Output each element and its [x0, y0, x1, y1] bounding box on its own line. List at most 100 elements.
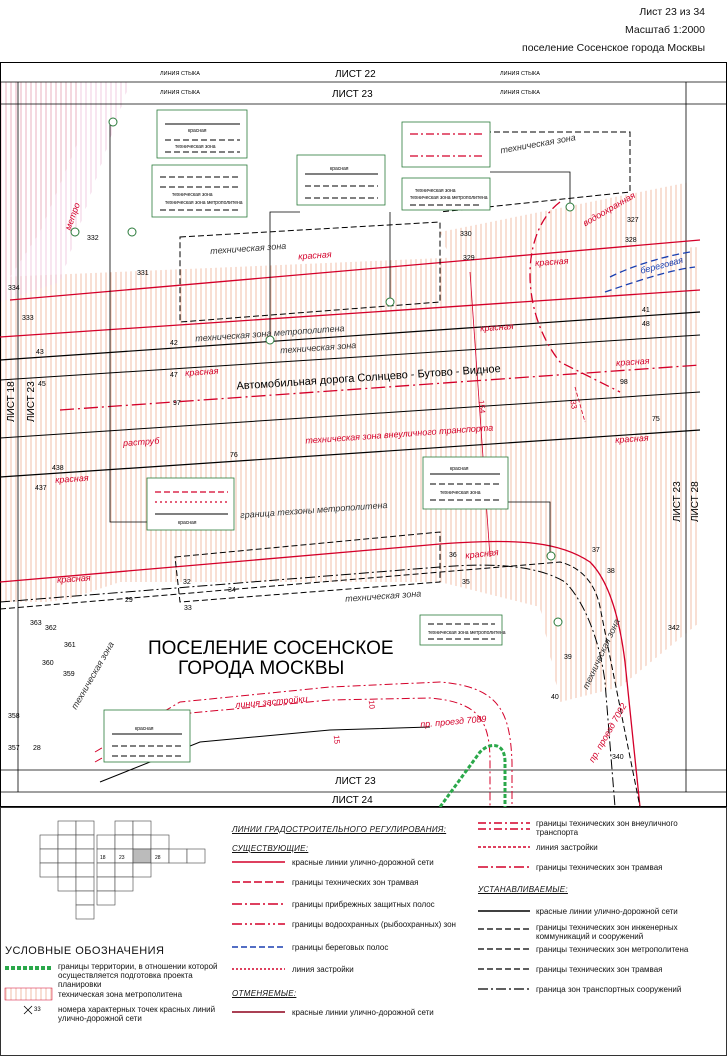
sheet-label-right2: ЛИСТ 23 [672, 481, 683, 522]
seam-label: ЛИНИЯ СТЫКА [160, 90, 200, 96]
map-scale: Масштаб 1:2000 [625, 24, 705, 36]
shore-line [609, 251, 691, 278]
svg-text:красная: красная [178, 520, 197, 526]
legend-item: граница зон транспортных сооружений [536, 985, 682, 994]
sheet-label-top: ЛИСТ 22 [335, 69, 376, 80]
svg-text:43: 43 [36, 349, 44, 356]
svg-text:33: 33 [184, 605, 192, 612]
red-line-south [0, 540, 641, 807]
svg-text:34: 34 [228, 587, 236, 594]
svg-text:361: 361 [64, 642, 76, 649]
svg-text:437: 437 [35, 485, 47, 492]
svg-text:28: 28 [155, 855, 161, 861]
planning-map: ЛИСТ 22 ЛИСТ 23 ЛИНИЯ СТЫКА ЛИНИЯ СТЫКА … [0, 62, 727, 807]
svg-text:35: 35 [462, 579, 470, 586]
seam-label: ЛИНИЯ СТЫКА [500, 71, 540, 77]
svg-text:327: 327 [627, 217, 639, 224]
svg-text:363: 363 [30, 620, 42, 627]
callout-box: красная техническая зона [422, 456, 509, 510]
svg-text:342: 342 [668, 625, 680, 632]
legend-item: техническая зона метрополитена [58, 990, 183, 999]
legend-item: границы территории, в отношении которой … [58, 962, 218, 989]
svg-text:28: 28 [33, 745, 41, 752]
svg-text:техническая зона: техническая зона [175, 144, 216, 150]
legend-item: границы технических зон внеуличного тран… [536, 819, 678, 837]
sheet-label-left: ЛИСТ 18 [6, 381, 17, 422]
callout-box: красная техническая зона [156, 109, 248, 159]
callout-box: техническая зона техническая зона метроп… [151, 164, 248, 218]
label-red: красная [535, 256, 569, 268]
svg-text:красная: красная [135, 726, 154, 732]
label-red: красная [615, 433, 649, 445]
label-tech-zone: техническая зона [210, 241, 287, 256]
road-edge-south2 [0, 429, 701, 478]
callout-box: техническая зона техническая зона метроп… [401, 177, 491, 211]
svg-text:18: 18 [100, 855, 106, 861]
label-red: красная [480, 321, 514, 333]
red-line-north [0, 289, 701, 338]
legend-item: красные линии улично-дорожной сети [536, 907, 678, 916]
legend-item: номера характерных точек красных линий у… [58, 1005, 216, 1023]
project-boundary [438, 743, 507, 807]
svg-text:45: 45 [38, 381, 46, 388]
svg-text:38: 38 [607, 568, 615, 575]
svg-text:41: 41 [642, 307, 650, 314]
legend-metro-zone-symbol [4, 987, 53, 1001]
svg-text:техническая зона метрополитена: техническая зона метрополитена [165, 200, 243, 206]
legend-existing-symbols [232, 861, 285, 1013]
svg-text:333: 333 [22, 315, 34, 322]
sheet-label-bottom: ЛИСТ 24 [332, 795, 373, 806]
svg-text:334: 334 [8, 285, 20, 292]
dim-label: 10 [367, 700, 377, 710]
svg-text:40: 40 [551, 694, 559, 701]
callout-box: красная [103, 709, 191, 763]
water-protection-zone [529, 201, 621, 393]
road-edge-north [0, 311, 701, 361]
sheet-label-left2: ЛИСТ 23 [26, 381, 37, 422]
legend-item: границы береговых полос [292, 943, 389, 952]
svg-text:32: 32 [183, 579, 191, 586]
svg-text:техническая зона: техническая зона [415, 188, 456, 194]
sheet-header: Лист 23 из 34 Масштаб 1:2000 поселение С… [0, 0, 727, 62]
sheet-number: Лист 23 из 34 [639, 6, 705, 18]
seam-label: ЛИНИЯ СТЫКА [160, 71, 200, 77]
label-tech-zone: техническая зона [500, 132, 577, 155]
svg-text:техническая зона метрополитена: техническая зона метрополитена [428, 630, 506, 636]
svg-text:техническая зона: техническая зона [172, 192, 213, 198]
svg-text:359: 359 [63, 671, 75, 678]
label-red: красная [465, 547, 500, 560]
road-edge-north2 [0, 334, 701, 381]
legend-item: границы прибрежных защитных полос [292, 900, 435, 909]
legend-established-head: УСТАНАВЛИВАЕМЫЕ: [478, 885, 568, 894]
svg-text:47: 47 [170, 372, 178, 379]
sheet-label-right: ЛИСТ 28 [690, 481, 701, 522]
svg-text:329: 329 [463, 255, 475, 262]
metro-markers [70, 117, 575, 627]
legend-item: границы водоохранных (рыбоохранных) зон [292, 920, 456, 929]
label-red: красная [616, 356, 650, 368]
legend-point-sample: 33 [34, 1007, 41, 1013]
settlement-name: ГОРОДА МОСКВЫ [178, 658, 344, 679]
svg-text:36: 36 [449, 552, 457, 559]
svg-text:42: 42 [170, 340, 178, 347]
legend-item: красные линии улично-дорожной сети [292, 1008, 434, 1017]
svg-text:39: 39 [564, 654, 572, 661]
area-name: поселение Сосенское города Москвы [522, 42, 705, 54]
label-red: красная [55, 473, 89, 485]
svg-text:красная: красная [330, 166, 349, 172]
sheet-label-current: ЛИСТ 23 [332, 89, 373, 100]
label-red: красная [298, 249, 332, 261]
legend-item: границы технических зон трамвая [292, 878, 419, 887]
legend-title: УСЛОВНЫЕ ОБОЗНАЧЕНИЯ [5, 945, 165, 957]
callout-box: красная [146, 477, 235, 531]
legend-point-symbol [23, 1005, 33, 1015]
sheet-index-map [39, 820, 206, 920]
seam-label: ЛИНИЯ СТЫКА [500, 90, 540, 96]
legend-item: линия застройки [292, 965, 354, 974]
dim-label: 15 [332, 735, 342, 745]
svg-text:362: 362 [45, 625, 57, 632]
svg-text:328: 328 [625, 237, 637, 244]
red-line-mid [59, 364, 701, 411]
legend-item: красные линии улично-дорожной сети [292, 858, 434, 867]
legend: 18 23 28 33 [0, 807, 727, 1057]
